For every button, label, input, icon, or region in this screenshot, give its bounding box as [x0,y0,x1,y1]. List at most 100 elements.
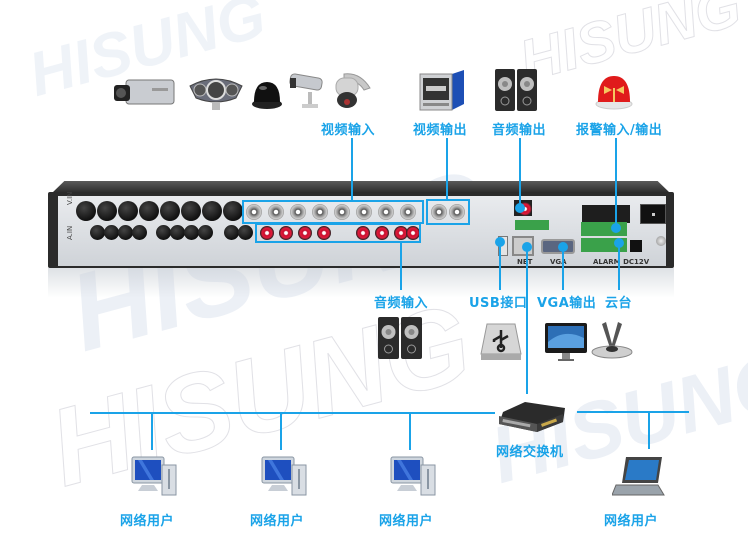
dc-power-jack[interactable] [630,240,642,252]
video-output-highlight [426,199,470,225]
desktop-pc-icon [390,456,436,496]
bnc-video-input[interactable] [290,204,306,220]
alarm-dot [611,223,621,233]
network-user-label: 网络用户 [120,514,175,529]
user-3-connector [409,412,411,450]
input-cap [198,225,213,240]
dvr-top-cover [52,181,670,193]
vga-connector [562,247,564,290]
rca-audio-input[interactable] [317,226,331,240]
ain-text: A.IN [66,225,74,240]
rca-audio-input[interactable] [279,226,293,240]
bnc-video-output[interactable] [431,204,447,220]
network-switch-label: 网络交换机 [496,445,564,460]
laptop-icon [611,457,665,496]
dome-camera-icon [252,82,282,109]
network-user-label: 网络用户 [250,514,305,529]
vga-text: VGA [550,258,567,266]
network-user: 网络用户 [120,455,182,529]
rca-audio-input[interactable] [375,226,389,240]
user-1-connector [151,412,153,450]
usb-drive-icon [480,323,522,360]
rca-audio-input[interactable] [394,226,408,240]
bnc-video-output[interactable] [449,204,465,220]
ir-camera-icon [189,78,243,110]
network-user-label: 网络用户 [604,514,659,529]
video-input-connector [351,138,353,200]
desktop-pc-icon [261,456,307,496]
audio-output-connector [519,138,521,206]
bullet-camera-icon [289,73,323,108]
video-output-label: 视频输出 [413,123,468,138]
network-user-label: 网络用户 [379,514,434,529]
input-cap [118,201,138,221]
rca-audio-input[interactable] [406,226,420,240]
alarm-io-label: 报警输入/输出 [576,123,663,138]
alarm-connector [615,138,617,230]
audio-input-highlight [255,223,421,243]
input-cap [181,201,201,221]
rca-audio-input[interactable] [260,226,274,240]
ptz-controller-icon [591,322,633,359]
desktop-pc-icon [131,456,177,496]
box-camera-icon [114,79,175,105]
network-user: 网络用户 [250,455,312,529]
audio-input-connector [400,243,402,290]
audio-input-label: 音频输入 [374,296,429,311]
user-4-connector [648,411,650,449]
crt-monitor-icon [419,70,464,111]
usb-connector [499,242,501,290]
power-switch[interactable] [640,204,666,224]
bnc-video-input[interactable] [356,204,372,220]
rca-audio-input[interactable] [298,226,312,240]
video-output-connector [446,138,448,199]
alarm-siren-icon [595,76,633,110]
usb-port-label: USB接口 [469,296,528,311]
dc-text-value: DC12V [623,258,650,266]
speakers-icon [495,69,537,111]
input-cap [238,225,253,240]
network-user: 网络用户 [379,455,441,529]
input-cap [104,225,119,240]
network-user: 网络用户 [604,455,668,529]
input-cap [202,201,222,221]
lcd-monitor-icon [545,323,587,361]
input-cap [90,225,105,240]
bnc-video-input[interactable] [246,204,262,220]
input-cap [132,225,147,240]
input-cap [170,225,185,240]
ptz-dome-camera-icon [335,73,371,108]
speakers-icon [378,317,422,359]
input-cap [156,225,171,240]
input-cap [224,225,239,240]
audio-terminal-block [515,220,549,230]
input-cap [223,201,243,221]
bnc-video-input[interactable] [268,204,284,220]
audio-output-dot [515,203,525,213]
net-to-switch-connector [526,247,528,394]
ptz-label: 云台 [605,296,633,311]
alarm-text-value: ALARM [593,258,621,266]
network-bus-left [90,412,495,414]
video-input-label: 视频输入 [321,123,376,138]
dvr-reflection [48,268,674,298]
alarm-text: ALARM DC12V [593,258,649,266]
input-cap [160,201,180,221]
video-input-highlight [242,200,424,224]
bnc-video-input[interactable] [400,204,416,220]
bnc-video-input[interactable] [312,204,328,220]
user-2-connector [280,412,282,450]
input-cap [97,201,117,221]
network-switch-icon[interactable] [497,400,567,434]
rca-audio-input[interactable] [356,226,370,240]
input-cap [76,201,96,221]
input-cap [118,225,133,240]
vga-output-label: VGA输出 [537,296,597,311]
vin-text: V.IN [66,191,74,205]
ptz-connector [618,243,620,290]
bnc-video-input[interactable] [334,204,350,220]
audio-output-label: 音频输出 [492,123,547,138]
network-bus-right [577,411,689,413]
bnc-video-input[interactable] [378,204,394,220]
input-cap [139,201,159,221]
